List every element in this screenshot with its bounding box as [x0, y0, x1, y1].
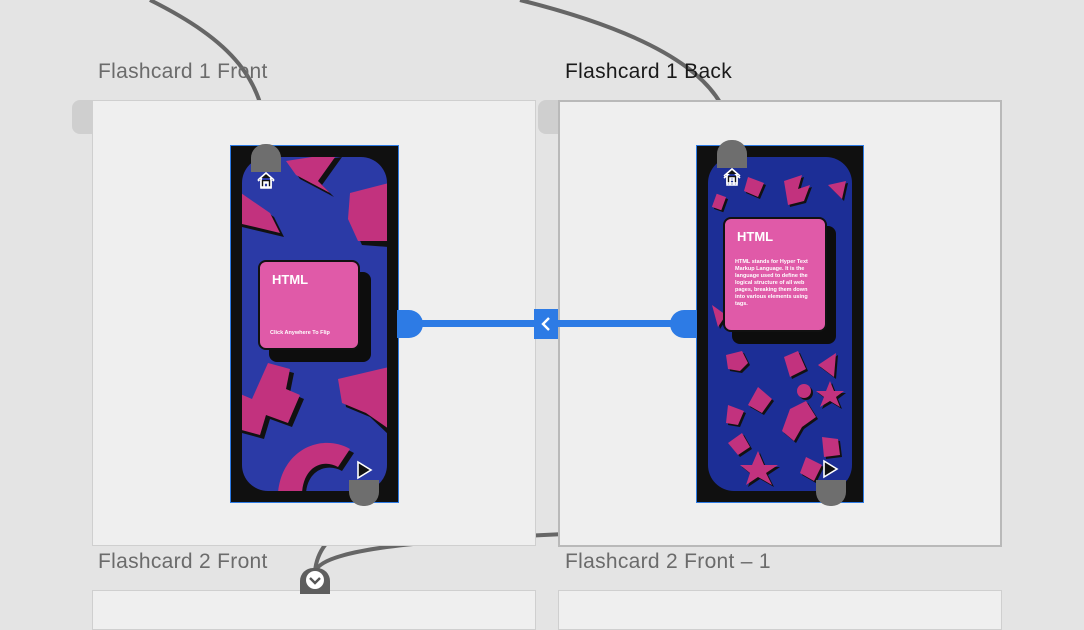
card-definition: HTML stands for Hyper Text Markup Langua… [735, 259, 808, 307]
artboard-tab [72, 100, 94, 134]
artboard-label-flashcard-2-front-1[interactable]: Flashcard 2 Front – 1 [565, 550, 771, 573]
home-link-handle-front[interactable] [251, 144, 281, 172]
flashcard-back-card[interactable]: HTML HTML stands for Hyper Text Markup L… [723, 217, 827, 332]
flashcard-back-screen[interactable]: HTML HTML stands for Hyper Text Markup L… [696, 145, 864, 503]
artboard-label-flashcard-1-back[interactable]: Flashcard 1 Back [565, 60, 733, 83]
flashcard-front-screen[interactable]: HTML Click Anywhere To Flip [230, 145, 399, 503]
next-link-handle-back[interactable] [816, 480, 846, 506]
play-icon[interactable] [819, 458, 841, 480]
flip-link-target-dot[interactable] [670, 310, 696, 338]
artboard-tab [538, 100, 560, 134]
card-title: HTML [737, 229, 774, 244]
flip-link-source-dot[interactable] [397, 310, 423, 338]
next-link-handle-front[interactable] [349, 480, 379, 506]
card-title: HTML [272, 272, 309, 287]
artboard-flashcard-2-front-1[interactable] [558, 590, 1002, 630]
background-shapes [242, 157, 387, 491]
play-icon[interactable] [353, 459, 375, 481]
artboard-label-flashcard-2-front[interactable]: Flashcard 2 Front [98, 550, 268, 573]
flashcard-front-card[interactable]: HTML Click Anywhere To Flip [258, 260, 360, 350]
flip-hint: Click Anywhere To Flip [270, 330, 330, 336]
home-link-handle-back[interactable] [717, 140, 747, 168]
home-icon[interactable] [255, 170, 277, 190]
artboard-label-flashcard-1-front[interactable]: Flashcard 1 Front [98, 60, 268, 83]
chevron-left-icon[interactable] [534, 309, 558, 339]
background-shapes [711, 175, 848, 487]
artboard-flashcard-2-front[interactable] [92, 590, 536, 630]
home-icon[interactable] [721, 166, 743, 186]
chevron-down-icon[interactable] [300, 568, 330, 594]
